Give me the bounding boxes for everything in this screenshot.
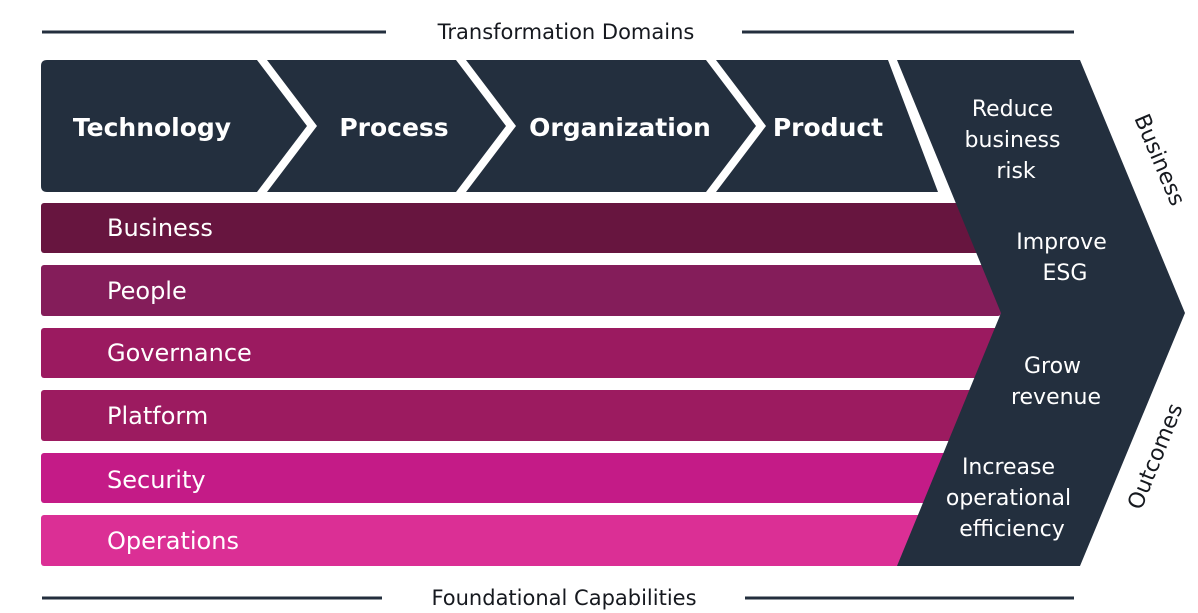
capability-bar-security — [41, 453, 1001, 503]
outcome-increase-operational-efficiency: Increase operational efficiency — [946, 455, 1078, 542]
domain-chevron-technology — [41, 60, 307, 192]
header-title: Transformation Domains — [437, 20, 695, 44]
domain-label-product: Product — [773, 113, 883, 142]
domain-chevrons — [41, 60, 938, 192]
capability-label-governance: Governance — [107, 339, 252, 367]
capability-bar-business — [41, 203, 1001, 253]
capability-bars — [41, 203, 1001, 566]
outcome-reduce-business-risk: Reduce business risk — [965, 97, 1068, 184]
capability-label-platform: Platform — [107, 402, 208, 430]
domain-label-organization: Organization — [529, 113, 711, 142]
domain-chevron-product — [716, 60, 938, 192]
domain-label-process: Process — [339, 113, 448, 142]
outcomes-chevron — [897, 60, 1185, 566]
domain-chevron-organization — [466, 60, 756, 192]
outcome-improve-esg: Improve ESG — [1016, 230, 1113, 286]
capability-label-business: Business — [107, 214, 213, 242]
capability-bar-platform — [41, 390, 1001, 441]
outcome-grow-revenue: Grow revenue — [1011, 354, 1101, 410]
capability-bar-governance — [41, 328, 1001, 378]
domain-label-technology: Technology — [73, 113, 231, 142]
capability-label-people: People — [107, 277, 187, 305]
side-label-business: Business — [1128, 111, 1189, 210]
capability-label-operations: Operations — [107, 527, 239, 555]
domain-chevron-process — [267, 60, 506, 192]
footer-title: Foundational Capabilities — [431, 586, 696, 610]
capability-bar-people — [41, 265, 1001, 316]
capability-label-security: Security — [107, 466, 206, 494]
capability-bar-operations — [41, 515, 1001, 566]
